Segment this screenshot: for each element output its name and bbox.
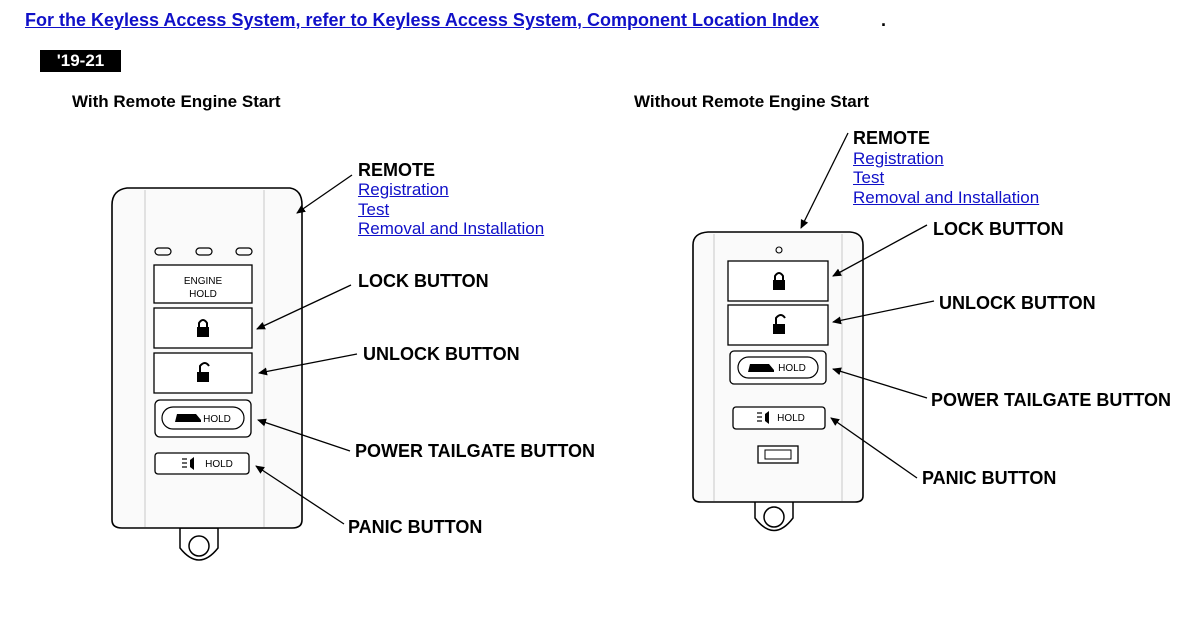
lock-icon	[197, 319, 209, 337]
left-lock-button-label: LOCK BUTTON	[358, 271, 489, 291]
left-unlock-button[interactable]	[153, 352, 253, 394]
right-unlock-button[interactable]	[727, 304, 829, 346]
right-indicator-light	[775, 246, 783, 254]
unlock-icon	[197, 362, 210, 382]
left-panic-button[interactable]: HOLD	[154, 452, 250, 475]
right-section-title: Without Remote Engine Start	[634, 92, 870, 111]
left-indicator-lights	[154, 247, 253, 256]
right-lock-button-label: LOCK BUTTON	[933, 219, 1064, 239]
header-period: .	[881, 10, 887, 30]
right-panic-button-label: PANIC BUTTON	[922, 468, 1057, 488]
horn-icon	[182, 457, 194, 470]
right-leader-lines	[800, 132, 935, 479]
right-removal-installation-link[interactable]: Removal and Installation	[853, 188, 1040, 207]
horn-icon	[757, 411, 769, 424]
right-key-fob: HOLD HOLD	[692, 231, 864, 532]
lock-icon	[773, 272, 785, 290]
unlock-icon	[773, 314, 786, 334]
panic-hold-text: HOLD	[205, 459, 233, 470]
left-lock-button[interactable]	[153, 307, 253, 349]
left-panic-button-label: PANIC BUTTON	[348, 517, 483, 537]
left-leader-lines	[255, 174, 358, 525]
right-unlock-button-label: UNLOCK BUTTON	[939, 293, 1096, 313]
right-remote-label: REMOTE	[853, 128, 931, 148]
left-removal-installation-link[interactable]: Removal and Installation	[358, 219, 545, 238]
vehicle-tailgate-icon	[748, 364, 774, 372]
right-lock-button[interactable]	[727, 260, 829, 302]
tailgate-hold-text: HOLD	[778, 363, 806, 374]
left-key-fob: ENGINE HOLD HOLD	[111, 187, 303, 561]
left-engine-start-button[interactable]: ENGINE HOLD	[153, 264, 253, 304]
right-panic-button[interactable]: HOLD	[732, 406, 826, 430]
left-test-link[interactable]: Test	[358, 200, 390, 219]
right-test-link[interactable]: Test	[853, 168, 885, 187]
engine-start-text: ENGINE	[184, 276, 223, 287]
tailgate-hold-text: HOLD	[203, 414, 231, 425]
panic-hold-text: HOLD	[777, 413, 805, 424]
left-unlock-button-label: UNLOCK BUTTON	[363, 344, 520, 364]
vehicle-tailgate-icon	[175, 414, 201, 422]
keyless-access-index-link[interactable]: For the Keyless Access System, refer to …	[25, 10, 819, 30]
engine-hold-text: HOLD	[189, 289, 217, 300]
year-badge: '19-21	[40, 50, 121, 72]
left-registration-link[interactable]: Registration	[358, 180, 449, 199]
right-power-tailgate-button[interactable]: HOLD	[729, 350, 827, 385]
left-power-tailgate-button[interactable]: HOLD	[154, 399, 252, 438]
left-section-title: With Remote Engine Start	[72, 92, 281, 111]
right-key-ring	[754, 499, 794, 532]
right-key-release-slot	[757, 445, 799, 464]
left-power-tailgate-label: POWER TAILGATE BUTTON	[355, 441, 595, 461]
right-power-tailgate-label: POWER TAILGATE BUTTON	[931, 390, 1171, 410]
left-remote-label: REMOTE	[358, 160, 436, 180]
right-registration-link[interactable]: Registration	[853, 149, 944, 168]
left-key-ring	[179, 527, 219, 561]
